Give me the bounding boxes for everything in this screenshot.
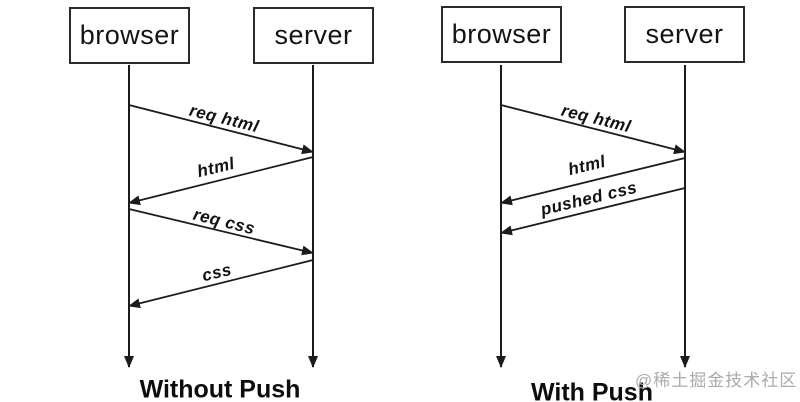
actor-box-browser-right: browser — [441, 6, 562, 63]
right-arrow-html — [500, 157, 686, 206]
right-arrow-req-html — [500, 104, 686, 155]
watermark-text: @稀土掘金技术社区 — [635, 371, 798, 390]
actor-box-server-right: server — [624, 6, 745, 63]
actor-box-browser-left: browser — [69, 7, 190, 64]
left-arrow-req-css — [128, 208, 314, 256]
actor-box-server-left: server — [253, 7, 374, 64]
diagram-title-with-push: With Push — [531, 378, 653, 402]
left-arrow-css — [128, 259, 314, 309]
right-arrow-pushed-css — [500, 187, 686, 236]
left-arrow-html — [128, 156, 314, 206]
diagram-title-without-push: Without Push — [139, 375, 301, 402]
left-arrow-req-html — [128, 104, 314, 155]
